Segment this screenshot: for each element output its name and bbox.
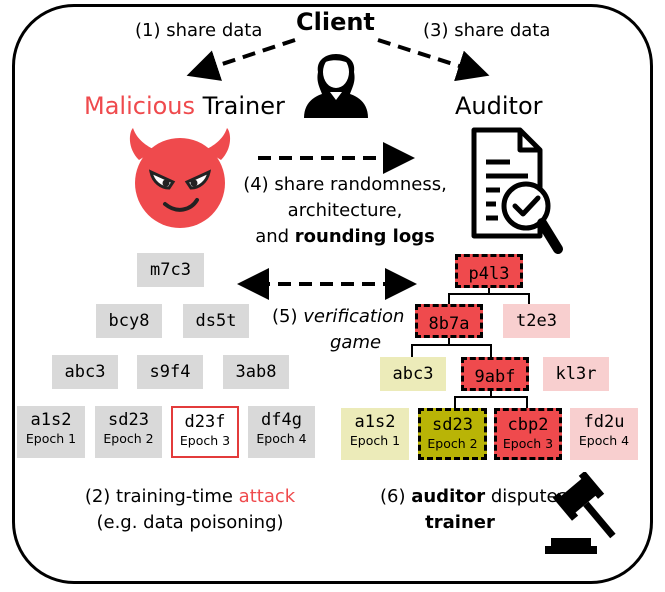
right-hash-row2-2: t2e3	[503, 304, 570, 338]
right-leaf-3-disputed: cbp2 Epoch 3	[494, 408, 562, 460]
step-2-line-2: (e.g. data poisoning)	[96, 512, 284, 533]
arrow-client-to-trainer	[186, 38, 296, 81]
malicious-word: Malicious	[84, 92, 196, 120]
left-hash-row3-2: s9f4	[137, 355, 203, 389]
leaf-epoch: Epoch 4	[256, 431, 307, 446]
leaf-hash: d23f	[184, 412, 226, 432]
step-4-text: (4) share randomness, architecture, and …	[225, 172, 465, 250]
leaf-hash: sd23	[108, 410, 149, 430]
right-leaf-4: fd2u Epoch 4	[570, 408, 638, 460]
left-leaf-2: sd23 Epoch 2	[95, 406, 162, 458]
rounding-logs-bold: rounding logs	[294, 226, 435, 247]
leaf-hash: a1s2	[354, 412, 396, 432]
trainer-bold: trainer	[425, 512, 495, 533]
game-italic: game	[330, 332, 382, 353]
right-leaf-1: a1s2 Epoch 1	[341, 408, 409, 460]
leaf-hash: sd23	[432, 415, 473, 435]
step-4-line-3: and rounding logs	[255, 226, 435, 247]
left-hash-top: m7c3	[137, 253, 204, 287]
step-2-text: (2) training-time attack (e.g. data pois…	[60, 484, 320, 536]
step-6-text: (6) auditor disputes trainer	[380, 486, 567, 533]
leaf-epoch: Epoch 2	[103, 431, 154, 446]
right-hash-row3-3: kl3r	[543, 357, 609, 391]
leaf-hash: a1s2	[30, 410, 72, 430]
step-4-line-1: (4) share randomness,	[243, 174, 447, 195]
leaf-epoch: Epoch 3	[179, 433, 231, 448]
step-3-label: (3) share data	[423, 20, 551, 41]
right-hash-top: p4l3	[455, 254, 523, 288]
document-magnifier-icon	[470, 126, 565, 262]
leaf-hash: fd2u	[583, 412, 625, 432]
left-hash-row3-3: 3ab8	[223, 355, 289, 389]
leaf-hash: df4g	[261, 410, 302, 430]
left-leaf-1: a1s2 Epoch 1	[17, 406, 85, 458]
trainer-word: Trainer	[202, 92, 285, 120]
leaf-epoch: Epoch 4	[578, 433, 630, 448]
right-hash-row3-1: abc3	[380, 357, 446, 391]
leaf-epoch: Epoch 3	[502, 436, 554, 451]
leaf-epoch: Epoch 1	[25, 431, 77, 446]
gavel-icon	[545, 470, 627, 558]
attack-word: attack	[238, 486, 296, 507]
person-icon	[300, 42, 372, 122]
left-leaf-4: df4g Epoch 4	[248, 406, 315, 458]
left-hash-row2-1: bcy8	[96, 304, 162, 338]
leaf-epoch: Epoch 1	[349, 433, 401, 448]
left-hash-row3-1: abc3	[52, 355, 118, 389]
step-5-text: (5) verification game	[272, 306, 405, 353]
right-hash-row2-1: 8b7a	[415, 304, 483, 338]
verification-italic: verification	[303, 306, 405, 327]
auditor-heading: Auditor	[455, 92, 543, 120]
auditor-bold: auditor	[411, 486, 486, 507]
step-1-label: (1) share data	[135, 20, 263, 41]
leaf-hash: cbp2	[507, 415, 549, 435]
right-leaf-2-agreed: sd23 Epoch 2	[418, 408, 487, 460]
left-leaf-3-poisoned: d23f Epoch 3	[171, 406, 239, 458]
right-tree-lines	[411, 288, 530, 408]
trainer-heading: Malicious Trainer	[84, 92, 285, 120]
leaf-epoch: Epoch 2	[427, 436, 478, 451]
rounded-frame	[12, 4, 653, 584]
left-hash-row2-2: ds5t	[183, 304, 249, 338]
right-hash-row3-2: 9abf	[461, 357, 529, 391]
devil-face-icon	[125, 126, 235, 235]
step-4-line-2: architecture,	[287, 200, 403, 221]
client-label: Client	[296, 8, 375, 36]
arrow-client-to-auditor	[377, 38, 490, 82]
